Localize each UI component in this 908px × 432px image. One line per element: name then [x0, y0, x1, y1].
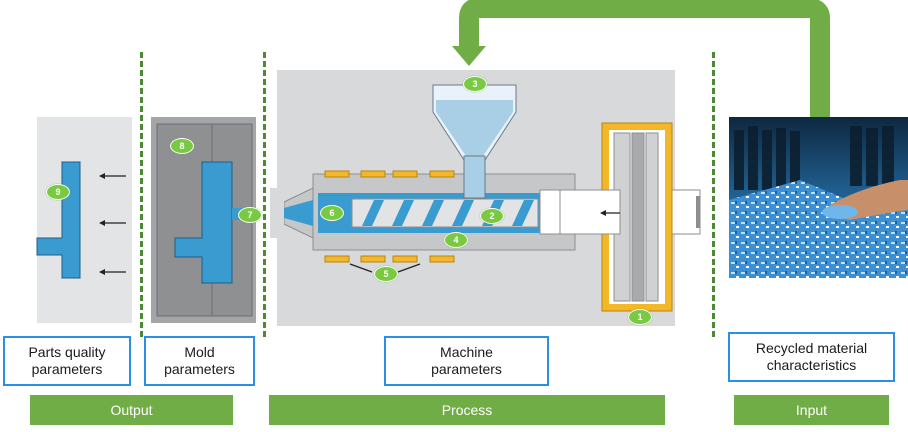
stage-process: Process	[269, 395, 665, 425]
badge-hopper: 3	[463, 76, 487, 92]
badge-part-quality: 9	[46, 184, 70, 200]
stage-output: Output	[30, 395, 233, 425]
badge-nozzle: 7	[238, 207, 262, 223]
quality-arrows	[101, 175, 126, 273]
divider-output-mold	[140, 52, 143, 337]
divider-mold-process	[263, 52, 266, 337]
parts-quality-label: Parts quality parameters	[3, 336, 131, 386]
badge-melt: 6	[320, 205, 344, 221]
heater-bands	[324, 170, 455, 263]
divider-process-input	[712, 52, 715, 337]
badge-mold: 8	[170, 138, 194, 154]
badge-screw: 2	[480, 208, 504, 224]
badge-heaters: 5	[374, 266, 398, 282]
screw	[351, 198, 539, 228]
recycled-material-label: Recycled material characteristics	[728, 332, 895, 382]
badge-screw-barrel: 4	[444, 232, 468, 248]
badge-clamp: 1	[628, 309, 652, 325]
part-panel	[37, 117, 132, 323]
mold-cavity	[174, 161, 233, 284]
feedback-arrowhead	[452, 46, 486, 66]
feedback-loop-arrow	[459, 0, 830, 122]
mold-label: Mold parameters	[144, 336, 255, 386]
stage-input: Input	[734, 395, 889, 425]
machine-label: Machine parameters	[384, 336, 549, 386]
